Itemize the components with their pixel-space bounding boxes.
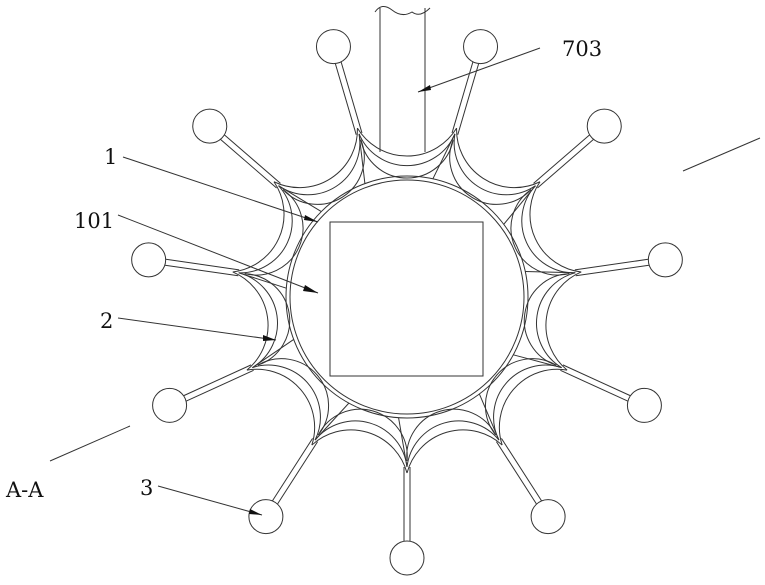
arm (273, 438, 313, 500)
scallop-cup (407, 421, 499, 467)
label-703: 703 (562, 37, 602, 61)
ball (390, 541, 424, 575)
arm (165, 265, 238, 276)
arm (496, 442, 536, 504)
arm (537, 139, 593, 187)
arm (534, 135, 590, 183)
section-line-right (683, 138, 760, 171)
leader-lines (50, 48, 760, 515)
ball (648, 243, 682, 277)
scallop-cup (454, 134, 535, 195)
arm (501, 438, 541, 500)
scallop-cup (283, 140, 364, 205)
scallop-cup (359, 134, 455, 166)
label-3: 3 (140, 476, 153, 500)
scallop-cup (511, 190, 569, 275)
scallop-cup (361, 140, 453, 178)
scallop-cup (279, 134, 360, 195)
ball (627, 388, 661, 422)
arm (278, 442, 318, 504)
label-2: 2 (100, 309, 113, 333)
scallop-cup (245, 190, 303, 275)
scallop-cup (494, 365, 562, 440)
arm (341, 62, 362, 133)
arm (560, 370, 627, 401)
arm (576, 265, 649, 276)
shaft (375, 6, 430, 152)
arm (221, 139, 277, 187)
break-line (375, 6, 430, 14)
scallop-cup (536, 273, 575, 368)
scallop-cup (499, 369, 567, 445)
arm (184, 365, 251, 396)
ball (316, 30, 350, 64)
scallop-cup (450, 140, 531, 205)
arm (575, 259, 648, 270)
ball (193, 109, 227, 143)
section-line-left (50, 426, 130, 461)
ball (587, 109, 621, 143)
scallop-cup (524, 274, 569, 365)
central-body (290, 180, 524, 414)
label-101: 101 (74, 209, 114, 233)
arm (186, 370, 253, 401)
scallop-cup (247, 369, 315, 445)
arm (225, 135, 281, 183)
ball (249, 500, 283, 534)
scallop-cup (522, 186, 575, 273)
label-1: 1 (104, 145, 117, 169)
arm (335, 64, 356, 135)
ball (464, 30, 498, 64)
scallop-cup (315, 421, 407, 467)
ball (132, 243, 166, 277)
arm (452, 62, 473, 133)
ring-structure (132, 30, 683, 575)
scallop-cup (252, 365, 320, 440)
arm (166, 259, 239, 270)
label-section-a-a: A-A (5, 478, 44, 502)
ball (531, 500, 565, 534)
arm (563, 365, 630, 396)
ball (153, 388, 187, 422)
square-cavity (330, 222, 483, 376)
scallop-cup (239, 273, 278, 368)
